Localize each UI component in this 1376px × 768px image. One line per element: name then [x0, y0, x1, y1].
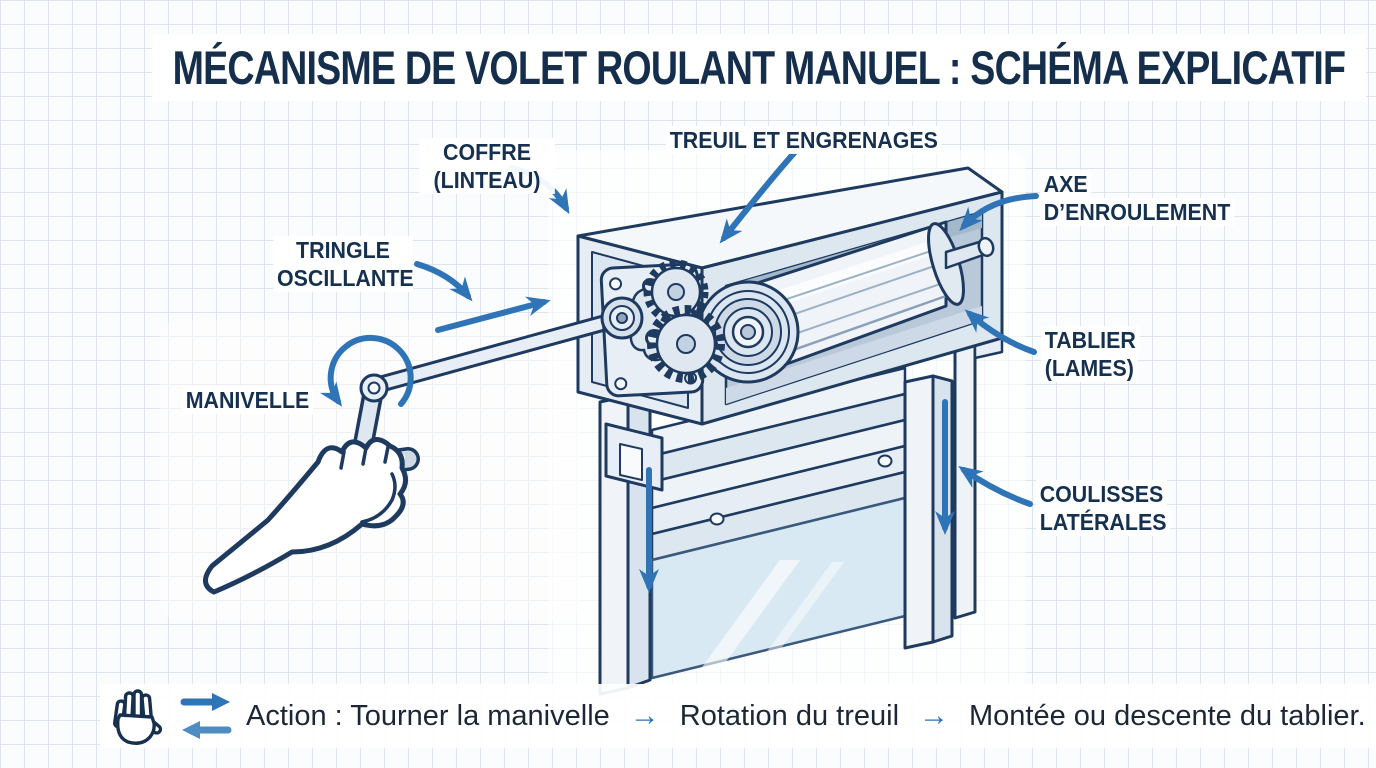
gear-large	[645, 305, 725, 383]
arrow-coulisses	[958, 466, 1033, 507]
arrow-tringle	[414, 261, 473, 302]
arrow-axe	[959, 193, 1039, 232]
label-manivelle: MANIVELLE	[182, 386, 314, 414]
arrow-crank-rotation	[320, 334, 414, 407]
label-tringle: TRINGLE OSCILLANTE	[273, 236, 414, 292]
swap-arrows-icon	[180, 693, 232, 739]
slat-screw-left	[709, 512, 725, 526]
label-tablier: TABLIER (LAMES)	[1041, 326, 1140, 382]
step-arrow-icon: →	[919, 699, 950, 732]
step-arrow-icon: →	[629, 699, 660, 732]
action-step-3: Montée ou descente du tablier.	[969, 699, 1366, 732]
label-coulisses: COULISSES LATÉRALES	[1036, 480, 1171, 536]
treuil-gearbox	[599, 259, 725, 398]
arrow-tablier	[964, 309, 1037, 355]
action-step-2: Rotation du treuil	[679, 699, 900, 732]
slat-screw-right	[877, 454, 893, 468]
roller-axe	[696, 220, 995, 384]
page-title: MÉCANISME DE VOLET ROULANT MANUEL : SCHÉ…	[151, 34, 1367, 101]
tringle-rod	[365, 309, 631, 395]
hand-icon	[113, 689, 163, 745]
title-band: MÉCANISME DE VOLET ROULANT MANUEL : SCHÉ…	[0, 34, 1376, 101]
label-axe: AXE D’ENROULEMENT	[1040, 170, 1235, 226]
label-coffre: COFFRE (LINTEAU)	[419, 138, 555, 194]
arrow-tringle-direction	[435, 296, 551, 333]
arrow-treuil	[719, 149, 798, 244]
hand-detail-lines	[339, 445, 397, 524]
action-strip: Action : Tourner la manivelle → Rotation…	[100, 684, 1376, 748]
label-treuil: TREUIL ET ENGRENAGES	[666, 126, 942, 154]
manivelle-crank	[203, 373, 420, 595]
action-step-1: Action : Tourner la manivelle	[246, 699, 610, 732]
right-wall-edge	[953, 342, 977, 620]
